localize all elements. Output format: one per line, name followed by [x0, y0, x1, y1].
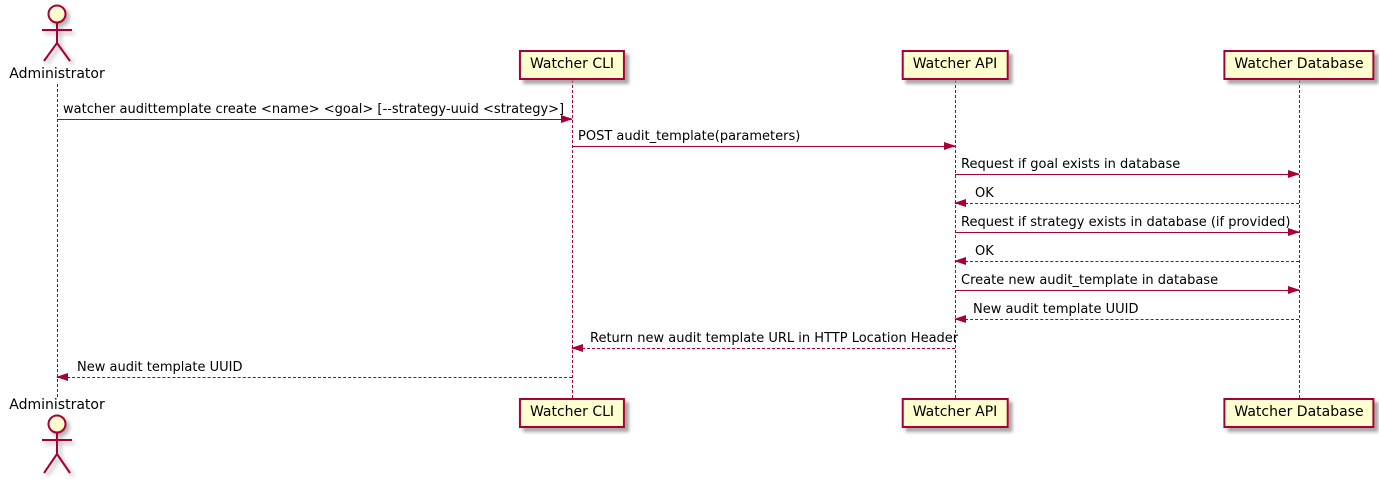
message-arrow	[571, 344, 955, 352]
message-label: New audit template UUID	[77, 360, 243, 375]
message-label: OK	[975, 186, 994, 201]
message-label: New audit template UUID	[973, 302, 1139, 317]
lifeline-watcher-cli	[572, 80, 573, 398]
message-arrow	[954, 315, 1299, 323]
participant-watcher-cli-bottom: Watcher CLI	[518, 398, 626, 428]
administrator-actor-icon	[42, 4, 72, 62]
sequence-message-1: watcher audittemplate create <name> <goa…	[57, 102, 573, 123]
message-label: Create new audit_template in database	[961, 273, 1219, 288]
lifeline-watcher-database	[1299, 80, 1300, 398]
sequence-message-6: OK	[954, 244, 1299, 265]
sequence-message-10: New audit template UUID	[56, 360, 572, 381]
arrowhead-left-icon	[954, 257, 966, 265]
arrowhead-right-icon	[1288, 228, 1300, 236]
lifeline-administrator	[57, 84, 58, 397]
message-arrow	[57, 115, 573, 123]
actor-label-administrator-bottom: Administrator	[9, 397, 105, 413]
message-label: OK	[975, 244, 994, 259]
participant-watcher-api-top: Watcher API	[901, 50, 1009, 80]
message-label: Request if goal exists in database	[961, 157, 1181, 172]
sequence-message-7: Create new audit_template in database	[955, 273, 1300, 294]
actor-label-administrator-top: Administrator	[9, 66, 105, 82]
arrowhead-left-icon	[56, 373, 68, 381]
arrowhead-right-icon	[561, 115, 573, 123]
arrowhead-right-icon	[1288, 286, 1300, 294]
participant-watcher-database-top: Watcher Database	[1223, 50, 1375, 80]
sequence-message-3: Request if goal exists in database	[955, 157, 1300, 178]
administrator-actor-icon	[42, 414, 72, 474]
message-label: Return new audit template URL in HTTP Lo…	[590, 331, 959, 346]
arrowhead-left-icon	[954, 315, 966, 323]
message-label: POST audit_template(parameters)	[578, 129, 801, 144]
arrowhead-right-icon	[944, 142, 956, 150]
sequence-message-4: OK	[954, 186, 1299, 207]
message-arrow	[56, 373, 572, 381]
arrowhead-left-icon	[571, 344, 583, 352]
lifeline-watcher-api	[955, 80, 956, 398]
message-arrow	[955, 170, 1300, 178]
message-arrow	[954, 199, 1299, 207]
message-arrow	[955, 286, 1300, 294]
message-arrow	[954, 257, 1299, 265]
sequence-message-2: POST audit_template(parameters)	[572, 129, 956, 150]
arrowhead-left-icon	[954, 199, 966, 207]
sequence-message-8: New audit template UUID	[954, 302, 1299, 323]
sequence-message-5: Request if strategy exists in database (…	[955, 215, 1300, 236]
message-label: watcher audittemplate create <name> <goa…	[63, 102, 565, 117]
sequence-message-9: Return new audit template URL in HTTP Lo…	[571, 331, 959, 352]
message-arrow	[572, 142, 956, 150]
arrowhead-right-icon	[1288, 170, 1300, 178]
message-arrow	[955, 228, 1300, 236]
participant-watcher-api-bottom: Watcher API	[901, 398, 1009, 428]
participant-watcher-cli-top: Watcher CLI	[518, 50, 626, 80]
message-label: Request if strategy exists in database (…	[961, 215, 1291, 230]
participant-watcher-database-bottom: Watcher Database	[1223, 398, 1375, 428]
